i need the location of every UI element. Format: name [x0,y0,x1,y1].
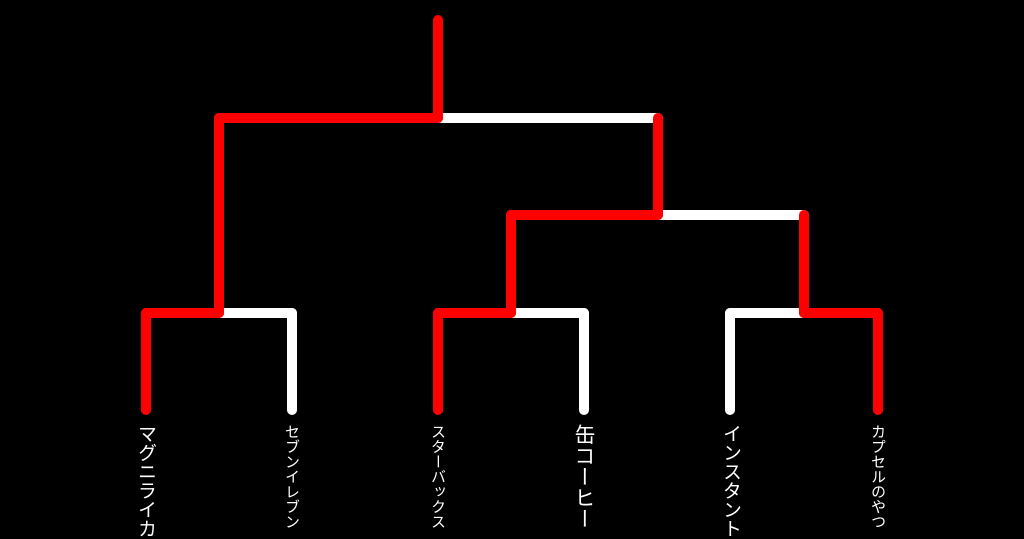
bracket-lines [141,15,883,415]
entrant-labels: マグニライカ セブンイレブン スターバックス 缶コーヒー インスタント カプセル… [135,424,887,538]
entrant-label-starbucks: スターバックス [429,424,447,529]
entrant-label-seven-eleven: セブンイレブン [283,424,301,529]
entrant-label-canned-coffee: 缶コーヒー [572,424,596,529]
entrant-label-instant: インスタント [720,424,742,538]
entrant-label-capsule: カプセルのやつ [869,424,887,529]
entrant-label-maguniraika: マグニライカ [135,424,157,538]
